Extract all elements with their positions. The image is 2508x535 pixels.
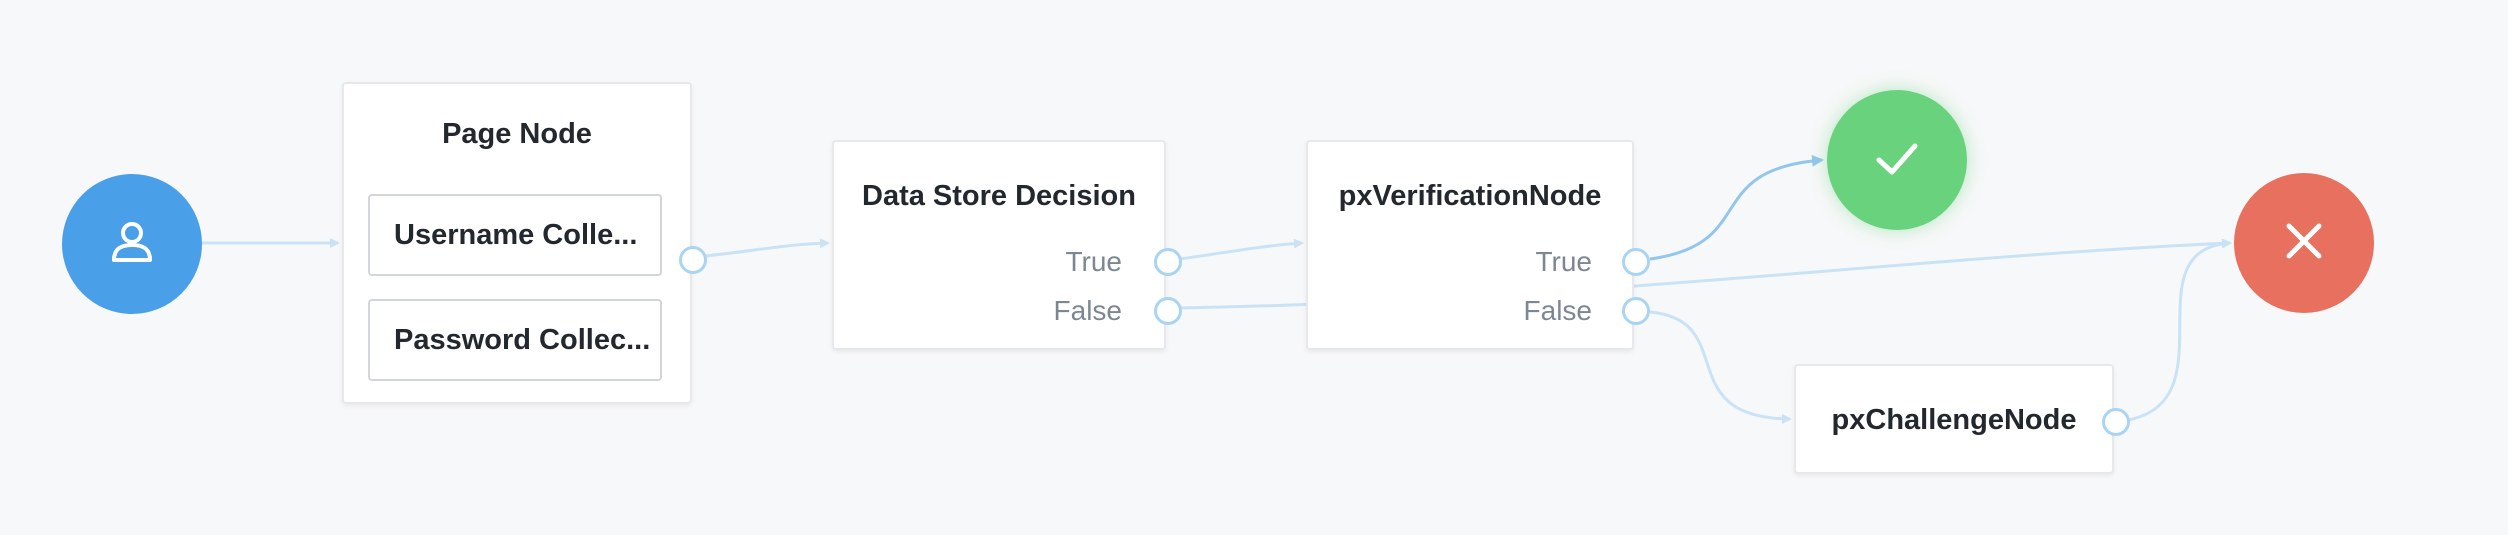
px-verification-node[interactable]: pxVerificationNode True False xyxy=(1306,140,1650,350)
page-node[interactable]: Page Node Username Colle... Password Col… xyxy=(342,82,707,404)
px-verification-true-port[interactable] xyxy=(1622,248,1650,276)
px-challenge-output-port[interactable] xyxy=(2102,408,2130,436)
outcome-label-true: True xyxy=(1065,246,1122,277)
outcome-label-false: False xyxy=(1523,295,1592,326)
checkmark-icon xyxy=(1869,130,1925,191)
data-store-decision-title: Data Store Decision xyxy=(862,180,1136,212)
outcome-label-false: False xyxy=(1053,295,1122,326)
page-node-output-port[interactable] xyxy=(679,246,707,274)
start-node[interactable] xyxy=(62,174,202,314)
data-store-false-port[interactable] xyxy=(1154,297,1182,325)
close-icon xyxy=(2279,216,2329,271)
password-collector-node[interactable]: Password Collec... xyxy=(368,299,662,381)
data-store-decision-node[interactable]: Data Store Decision True False xyxy=(832,140,1182,350)
edge-data-store-true-to-verification[interactable] xyxy=(1179,238,1304,261)
username-collector-node[interactable]: Username Colle... xyxy=(368,194,662,276)
px-verification-false-port[interactable] xyxy=(1622,297,1650,325)
px-challenge-title: pxChallengeNode xyxy=(1831,404,2077,436)
failure-node[interactable] xyxy=(2234,173,2374,313)
edge-page-node-to-data-store[interactable] xyxy=(705,238,830,258)
page-node-title: Page Node xyxy=(442,118,592,150)
edge-verification-false-to-challenge[interactable] xyxy=(1649,310,1792,424)
data-store-true-port[interactable] xyxy=(1154,248,1182,276)
edge-verification-true-to-success[interactable] xyxy=(1649,154,1824,261)
user-icon xyxy=(106,216,158,273)
px-challenge-node[interactable]: pxChallengeNode xyxy=(1794,364,2130,474)
success-node[interactable] xyxy=(1827,90,1967,230)
edge-challenge-to-failure[interactable] xyxy=(2127,238,2232,422)
outcome-label-true: True xyxy=(1535,246,1592,277)
px-verification-title: pxVerificationNode xyxy=(1338,180,1602,212)
